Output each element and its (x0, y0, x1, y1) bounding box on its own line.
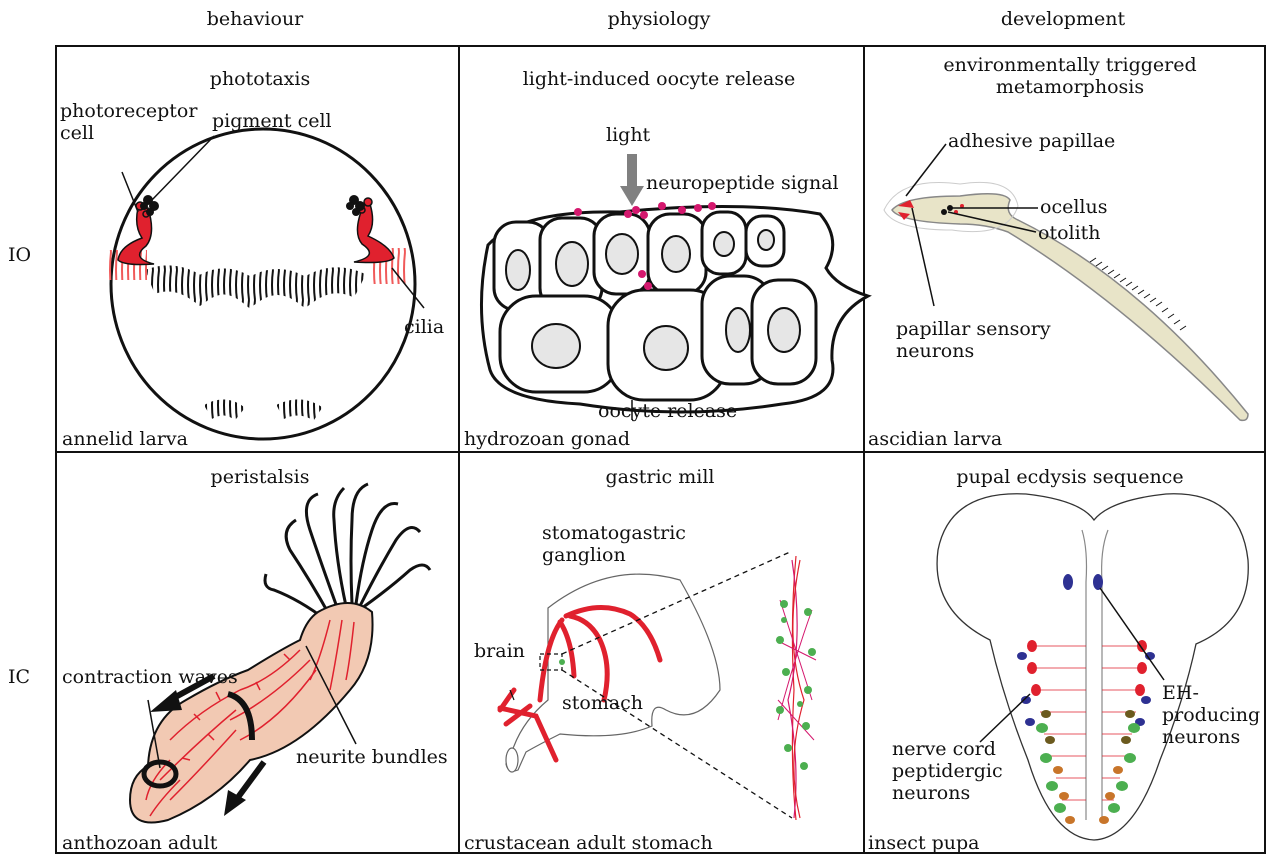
label-papillar-sensory-neurons: papillar sensory neurons (896, 318, 1051, 362)
label-adhesive-papillae: adhesive papillae (948, 130, 1115, 152)
label-cilia: cilia (404, 316, 444, 338)
panel-title-pupal-ecdysis: pupal ecdysis sequence (930, 466, 1210, 488)
organism-ascidian-larva: ascidian larva (868, 428, 1002, 450)
panel-title-gastric-mill: gastric mill (560, 466, 760, 488)
pigment-cells (140, 195, 365, 216)
organism-crustacean-stomach: crustacean adult stomach (464, 832, 713, 854)
organism-annelid-larva: annelid larva (62, 428, 188, 450)
organism-anthozoan-adult: anthozoan adult (62, 832, 217, 854)
panel-title-phototaxis: phototaxis (160, 68, 360, 90)
column-header-behaviour: behaviour (150, 8, 360, 30)
label-neuropeptide-signal: neuropeptide signal (646, 172, 839, 194)
label-contraction-waves: contraction waves (62, 666, 238, 688)
organism-insect-pupa: insect pupa (868, 832, 980, 854)
tentacles (265, 484, 430, 620)
organism-hydrozoan-gonad: hydrozoan gonad (464, 428, 630, 450)
ganglion-zoom (776, 556, 816, 820)
label-brain: brain (474, 640, 525, 662)
label-photoreceptor-cell: photoreceptor cell (60, 100, 197, 144)
label-nerve-cord-peptidergic: nerve cord peptidergic neurons (892, 738, 1003, 804)
annelid-larva-drawing (107, 129, 424, 439)
label-light: light (606, 124, 650, 146)
light-arrow (620, 154, 644, 206)
prototroch-cilia (150, 278, 360, 414)
row-header-io: IO (8, 244, 31, 266)
panel-title-metamorphosis: environmentally triggered metamorphosis (900, 54, 1240, 98)
label-pigment-cell: pigment cell (212, 110, 332, 132)
column-header-development: development (958, 8, 1168, 30)
label-stomach: stomach (562, 692, 643, 714)
label-otolith: otolith (1038, 222, 1101, 244)
row-header-ic: IC (8, 666, 30, 688)
crustacean-stomach-drawing (500, 552, 816, 820)
panel-title-peristalsis: peristalsis (160, 466, 360, 488)
label-stomatogastric-ganglion: stomatogastric ganglion (542, 522, 686, 566)
label-oocyte-release: oocyte release (598, 400, 737, 422)
label-ocellus: ocellus (1040, 196, 1107, 218)
label-eh-producing-neurons: EH- producing neurons (1162, 682, 1260, 748)
column-header-physiology: physiology (554, 8, 764, 30)
panel-title-oocyte-release: light-induced oocyte release (500, 68, 818, 90)
ascidian-larva-drawing (884, 144, 1248, 420)
label-neurite-bundles: neurite bundles (296, 746, 448, 768)
anthozoan-drawing (130, 484, 430, 823)
